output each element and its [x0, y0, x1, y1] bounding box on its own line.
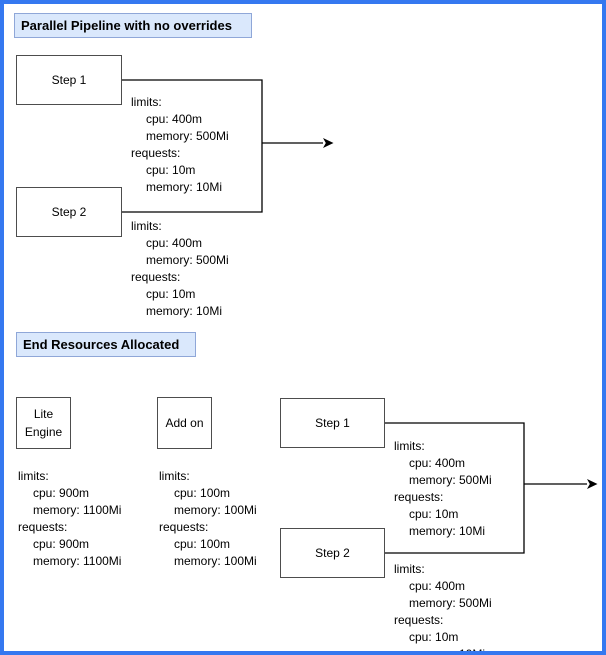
resource-line: limits:	[159, 469, 190, 483]
resource-line: memory: 500Mi	[146, 253, 229, 267]
resource-line: limits:	[394, 439, 425, 453]
resource-line: memory: 500Mi	[146, 129, 229, 143]
node-lite-engine: Lite Engine	[16, 397, 71, 449]
resource-line: memory: 10Mi	[146, 180, 223, 194]
resource-line: memory: 10Mi	[409, 647, 486, 655]
node-step1-top: Step 1	[16, 55, 122, 105]
resource-line: cpu: 400m	[409, 579, 466, 593]
resource-block-lite-engine: limits: cpu: 900m memory: 1100Mi request…	[18, 468, 121, 570]
bracket-connector-bottom	[385, 422, 525, 554]
resource-line: requests:	[394, 490, 444, 504]
resource-line: memory: 500Mi	[409, 473, 492, 487]
resource-line: requests:	[394, 613, 444, 627]
resource-line: limits:	[131, 95, 162, 109]
resource-line: cpu: 10m	[146, 287, 196, 301]
node-step2-top: Step 2	[16, 187, 122, 237]
node-add-on-label: Add on	[165, 416, 204, 430]
resource-block-step2-top: limits: cpu: 400m memory: 500Mi requests…	[131, 218, 229, 320]
node-step1-bottom-label: Step 1	[315, 416, 350, 430]
resource-line: limits:	[18, 469, 49, 483]
resource-line: requests:	[18, 520, 68, 534]
bracket-connector-top	[122, 79, 263, 213]
resource-line: memory: 1100Mi	[33, 503, 122, 517]
resource-line: memory: 10Mi	[409, 524, 486, 538]
node-step1-top-label: Step 1	[51, 73, 87, 87]
resource-line: cpu: 10m	[146, 163, 196, 177]
resource-line: cpu: 400m	[146, 236, 203, 250]
node-lite-engine-label: Lite Engine	[24, 407, 63, 439]
resource-block-step2-bottom: limits: cpu: 400m memory: 500Mi requests…	[394, 561, 492, 655]
resource-line: memory: 500Mi	[409, 596, 492, 610]
section-title-end-resources: End Resources Allocated	[16, 332, 196, 357]
resource-line: cpu: 900m	[33, 486, 90, 500]
resource-line: memory: 100Mi	[174, 503, 257, 517]
resource-line: limits:	[131, 219, 162, 233]
resource-line: cpu: 900m	[33, 537, 90, 551]
resource-line: limits:	[394, 562, 425, 576]
resource-line: cpu: 400m	[146, 112, 203, 126]
resource-line: cpu: 10m	[409, 507, 459, 521]
resource-line: requests:	[159, 520, 209, 534]
resource-line: requests:	[131, 270, 181, 284]
resource-line: cpu: 400m	[409, 456, 466, 470]
node-add-on: Add on	[157, 397, 212, 449]
node-step2-top-label: Step 2	[51, 205, 87, 219]
node-step2-bottom: Step 2	[280, 528, 385, 578]
node-step1-bottom: Step 1	[280, 398, 385, 448]
node-step2-bottom-label: Step 2	[315, 546, 350, 560]
section-title-parallel-pipeline: Parallel Pipeline with no overrides	[14, 13, 252, 38]
resource-block-step1-top: limits: cpu: 400m memory: 500Mi requests…	[131, 94, 229, 196]
resource-line: requests:	[131, 146, 181, 160]
resource-line: cpu: 10m	[409, 630, 459, 644]
resource-block-step1-bottom: limits: cpu: 400m memory: 500Mi requests…	[394, 438, 492, 540]
resource-line: memory: 10Mi	[146, 304, 223, 318]
resource-line: cpu: 100m	[174, 537, 231, 551]
resource-line: memory: 1100Mi	[33, 554, 122, 568]
resource-line: memory: 100Mi	[174, 554, 257, 568]
resource-line: cpu: 100m	[174, 486, 231, 500]
resource-block-add-on: limits: cpu: 100m memory: 100Mi requests…	[159, 468, 257, 570]
